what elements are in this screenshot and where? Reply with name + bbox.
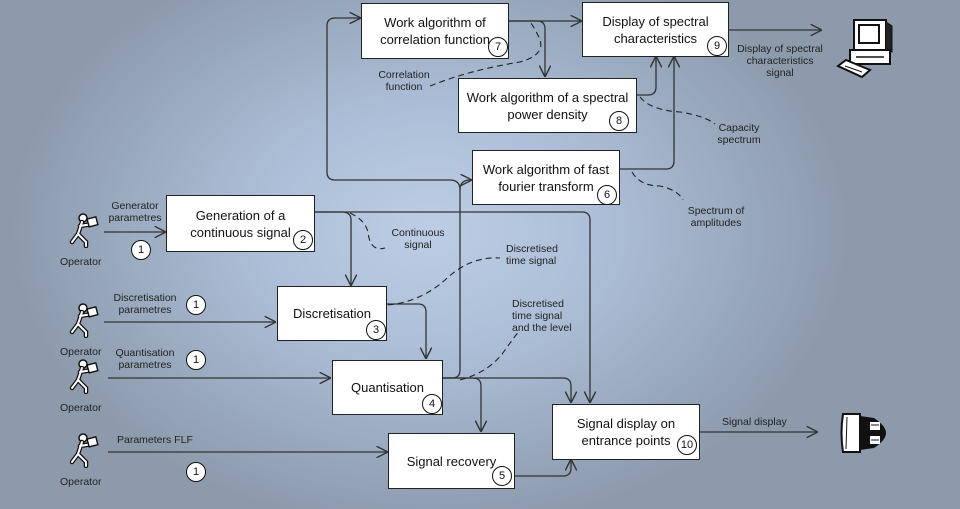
block-generation[interactable]: Generation of a continuous signal: [166, 195, 315, 252]
block-label: Work algorithm of a spectral power densi…: [466, 89, 629, 122]
block-number-badge: 7: [488, 37, 508, 57]
block-label: Signal display on entrance points: [576, 416, 676, 448]
annotation-correlation: Correlation function: [378, 69, 430, 93]
operator-icon: [69, 433, 99, 469]
operator-4: Operator: [60, 432, 108, 488]
input-label-discretisation: Discretisation parametres: [113, 292, 177, 316]
leader-discretised: [387, 257, 501, 306]
arrow-corr-spd: [509, 20, 545, 77]
operator-icon: [69, 213, 99, 249]
block-label: Display of spectral characteristics: [602, 13, 709, 46]
annotation-capacity: Capacity spectrum: [717, 122, 761, 146]
block-signal-display[interactable]: Signal display on entrance points: [552, 404, 700, 460]
input-label-quantisation: Quantisation parametres: [115, 347, 175, 371]
arrow-spd-display: [637, 56, 656, 96]
block-label: Work algorithm of correlation function: [380, 15, 490, 47]
block-correlation-function[interactable]: Work algorithm of correlation function: [361, 3, 509, 59]
block-label: Signal recovery: [406, 453, 497, 469]
operator-label: Operator: [60, 256, 102, 268]
annotation-discretised-level: Discretised time signal and the level: [512, 298, 572, 334]
block-number-badge: 10: [677, 435, 697, 455]
block-label: Generation of a continuous signal: [190, 207, 291, 240]
annotation-continuous: Continuous signal: [391, 227, 445, 251]
annotation-signal-display: Signal display: [722, 416, 787, 428]
operator-label: Operator: [60, 402, 102, 414]
input-number-badge: 1: [186, 462, 206, 482]
arrow-quant-fft: [443, 180, 472, 379]
arrow-quant-recovery: [443, 377, 481, 432]
oscilloscope-display-icon: [840, 413, 886, 453]
operator-icon: [69, 303, 99, 339]
operator-label: Operator: [60, 476, 102, 488]
block-label: Discretisation: [292, 306, 372, 321]
input-number-badge: 1: [131, 240, 151, 260]
arrow-gen-disc: [315, 211, 351, 286]
block-number-badge: 6: [597, 185, 617, 205]
operator-2: Operator: [60, 302, 108, 358]
block-number-badge: 2: [293, 230, 313, 250]
block-number-badge: 9: [707, 36, 727, 56]
annotation-discretised: Discretised time signal: [506, 243, 558, 267]
block-label: Work algorithm of fast fourier transform: [482, 161, 610, 194]
operator-icon: [69, 359, 99, 395]
input-label-generator: Generator parametres: [108, 200, 162, 224]
input-number-badge: 1: [186, 350, 206, 370]
annotation-amplitudes: Spectrum of amplitudes: [687, 205, 745, 229]
block-number-badge: 4: [422, 394, 442, 414]
leader-capacity: [639, 96, 716, 125]
block-number-badge: 8: [609, 111, 629, 131]
input-number-badge: 1: [186, 295, 206, 315]
arrow-gen-display: [315, 211, 590, 403]
operator-1: Operator: [60, 212, 108, 268]
block-spectral-power-density[interactable]: Work algorithm of a spectral power densi…: [458, 78, 637, 133]
input-label-flf: Parameters FLF: [117, 434, 193, 446]
arrow-to-correlation: [326, 18, 461, 191]
arrow-disc-quant: [387, 303, 426, 359]
operator-label: Operator: [60, 346, 102, 358]
block-number-badge: 5: [492, 466, 512, 486]
block-label: Quantisation: [351, 380, 424, 395]
operator-3: Operator: [60, 358, 108, 414]
computer-icon: [836, 19, 893, 78]
annotation-spectral-signal: Display of spectral characteristics sign…: [737, 43, 823, 79]
arrow-recovery-display: [515, 459, 571, 477]
arrow-quant-display: [443, 377, 571, 403]
leader-disc-level: [459, 329, 521, 381]
block-display-spectral[interactable]: Display of spectral characteristics: [582, 2, 729, 57]
block-number-badge: 3: [366, 320, 386, 340]
arrow-fft-display: [620, 56, 674, 170]
leader-amplitudes: [631, 171, 684, 201]
leader-continuous: [349, 212, 386, 250]
block-fft[interactable]: Work algorithm of fast fourier transform: [472, 150, 620, 205]
